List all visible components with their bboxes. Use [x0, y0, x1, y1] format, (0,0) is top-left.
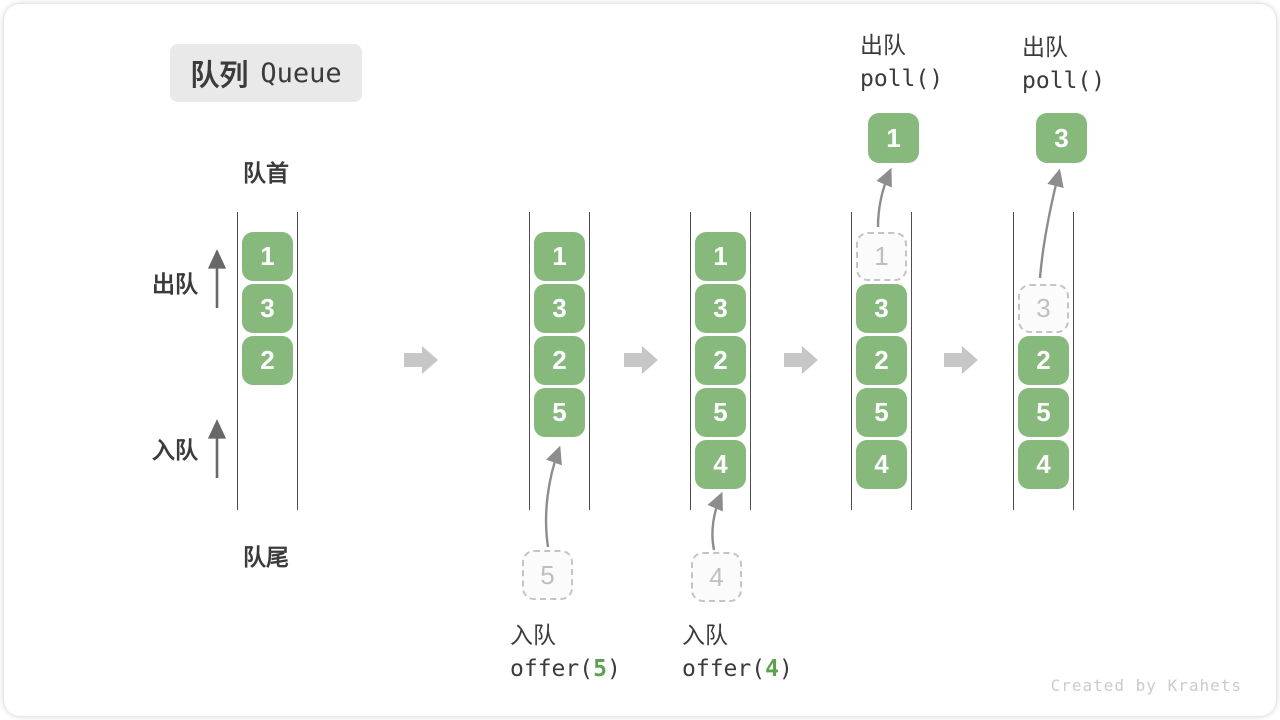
block-arrow-icon: [784, 346, 818, 374]
dequeue-op-label: 出队 poll(): [860, 28, 943, 96]
enqueue-op-zh: 入队: [510, 622, 556, 648]
dequeue-op-code: poll(): [860, 66, 944, 92]
enqueue-op-zh: 入队: [682, 622, 728, 648]
enqueue-op-label: 入队 offer(4): [682, 618, 793, 686]
block-arrow-icon: [624, 346, 658, 374]
dequeued-value-box: 3: [1036, 113, 1087, 163]
enqueue-op-code: offer(5): [510, 652, 621, 686]
code-post: ): [778, 656, 793, 682]
code-arg: 5: [593, 656, 607, 682]
title-en: Queue: [260, 57, 342, 89]
queue-item: 3: [242, 284, 293, 333]
queue-item: 1: [242, 232, 293, 281]
queue-item-ghost: 3: [1018, 284, 1069, 333]
queue-item: 4: [856, 440, 907, 489]
dequeued-value-box: 1: [868, 113, 919, 163]
queue-item: 5: [695, 388, 746, 437]
queue-item: 2: [242, 336, 293, 385]
watermark: Created by Krahets: [1050, 676, 1242, 695]
queue-item: 3: [856, 284, 907, 333]
enqueue-pending-box: 5: [522, 550, 573, 600]
dequeue-op-zh: 出队: [1022, 34, 1068, 60]
dequeue-op-label: 出队 poll(): [1022, 30, 1105, 98]
queue-item: 3: [534, 284, 585, 333]
queue-item: 4: [695, 440, 746, 489]
queue-item-ghost: 1: [856, 232, 907, 281]
enqueue-op-code: offer(4): [682, 652, 793, 686]
label-enqueue-side: 入队: [152, 437, 198, 463]
block-arrow-icon: [944, 346, 978, 374]
queue-item: 1: [695, 232, 746, 281]
code-post: ): [606, 656, 621, 682]
code-pre: offer(: [510, 656, 594, 682]
label-dequeue-side: 出队: [152, 271, 198, 297]
queue-item: 2: [534, 336, 585, 385]
enqueue-op-label: 入队 offer(5): [510, 618, 621, 686]
label-queue-front: 队首: [243, 160, 289, 186]
queue-item: 2: [1018, 336, 1069, 385]
dequeue-op-zh: 出队: [860, 32, 906, 58]
title-box: 队列 Queue: [170, 44, 362, 102]
code-arg: 4: [765, 656, 779, 682]
dequeue-op-code: poll(): [1022, 68, 1106, 94]
arrow-layer: [207, 167, 1064, 551]
queue-item: 3: [695, 284, 746, 333]
code-pre: offer(: [682, 656, 766, 682]
queue-item: 5: [1018, 388, 1069, 437]
label-queue-rear: 队尾: [243, 544, 289, 570]
queue-item: 5: [856, 388, 907, 437]
queue-item: 2: [695, 336, 746, 385]
enqueue-pending-box: 4: [691, 552, 742, 602]
block-arrow-icon: [404, 346, 438, 374]
queue-item: 2: [856, 336, 907, 385]
title-zh: 队列: [190, 60, 249, 92]
queue-item: 4: [1018, 440, 1069, 489]
queue-item: 1: [534, 232, 585, 281]
queue-item: 5: [534, 388, 585, 437]
